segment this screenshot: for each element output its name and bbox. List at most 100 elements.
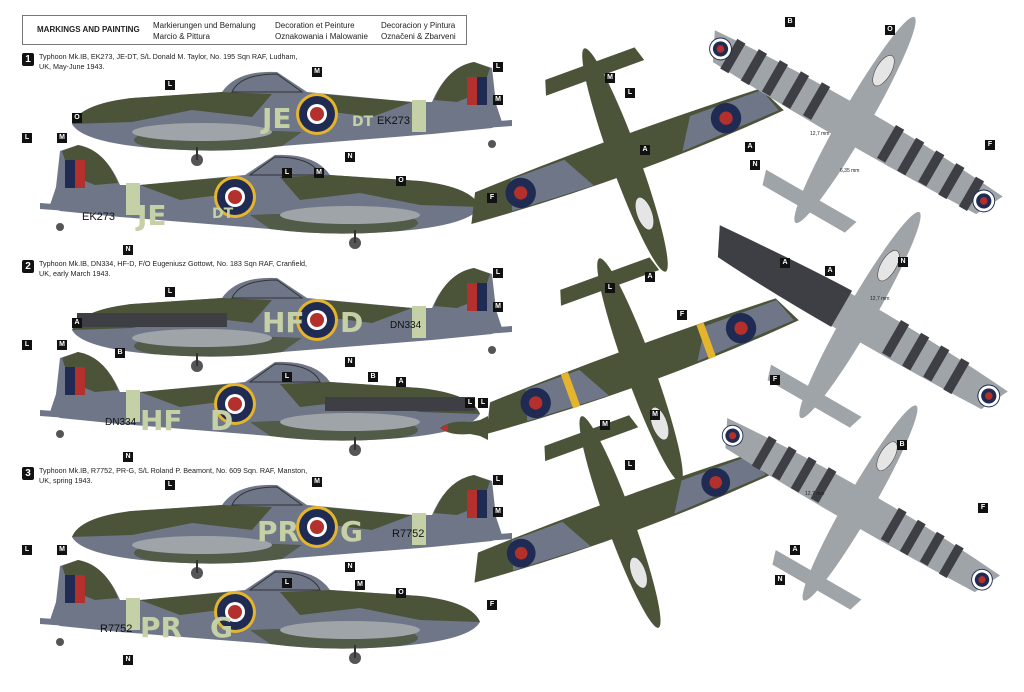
title-es-text: Decoracion y Pintura [381,21,456,30]
scheme-number-badge: 2 [22,260,34,273]
callout-box: L [493,475,503,485]
callout-box: M [355,580,365,590]
profile-3-right-side: HF D DN334 [71,267,513,373]
callout-box: N [345,562,355,572]
profile-6-left-side [39,559,481,665]
callout-box: O [396,588,406,598]
aircraft-side-view [39,559,481,665]
callout-box: A [790,545,800,555]
callout-box: N [123,245,133,255]
title-it: Marcio & Pittura [153,32,210,41]
title-en: MARKINGS AND PAINTING [37,25,140,34]
callout-box: M [312,67,322,77]
aircraft-side-view [39,144,481,250]
callout-box: L [493,62,503,72]
code-letters-right: D [340,306,363,339]
code-letters-left: PR [140,611,182,644]
title-de-text: Markierungen und Bemalung [153,21,256,30]
callout-box: N [123,452,133,462]
callout-box: L [282,372,292,382]
scheme-1-caption: 1 Typhoon Mk.IB, EK273, JE-DT, S/L Donald… [22,52,309,72]
profile-6-markings: R7752 PR G [100,611,233,644]
caption-text: Typhoon Mk.IB, EK273, JE-DT, S/L Donald … [39,52,298,71]
callout-box: L [22,545,32,555]
stripe-width-label: 12,7 mm [805,491,824,497]
scheme-2-caption: 2 Typhoon Mk.IB, DN334, HF-D, F/O Eugeniu… [22,259,309,279]
caption-text: Typhoon Mk.IB, R7752, PR-G, S/L Roland P… [39,466,308,485]
aircraft-underside-view [651,0,1024,307]
callout-box: B [368,372,378,382]
callout-box: B [897,440,907,450]
callout-box: M [57,133,67,143]
scheme-number-badge: 3 [22,467,34,480]
callout-box: M [600,420,610,430]
callout-box: M [605,73,615,83]
callout-box: N [345,357,355,367]
plan-top-1 [427,0,823,329]
callout-box: L [465,398,475,408]
callout-box: N [123,655,133,665]
stripe-width-label: 12,7 mm [870,296,889,302]
callout-box: F [487,600,497,610]
callout-box: A [645,272,655,282]
callout-box: L [165,80,175,90]
callout-box: M [493,302,503,312]
serial-number: R7752 [392,528,424,540]
profile-2-left-side [39,144,481,250]
serial-number: DN334 [390,320,422,331]
title-cz: Označeni & Zbarveni [381,32,456,41]
plan-top-3 [433,362,807,682]
plan-bottom-2 [656,128,1024,502]
callout-box: M [650,410,660,420]
code-letters-left: JE [135,199,167,232]
callout-box: F [985,140,995,150]
callout-box: L [22,340,32,350]
profile-4-markings: DN334 HF D [105,404,233,437]
callout-box: L [22,133,32,143]
code-letters-left: PR [257,515,299,548]
callout-box: L [493,268,503,278]
code-letters-left: HF [140,404,183,437]
callout-box: N [775,575,785,585]
plan-bottom-1 [651,0,1024,307]
callout-box: F [770,375,780,385]
caption-text: Typhoon Mk.IB, DN334, HF-D, F/O Eugenius… [39,259,308,278]
callout-box: A [745,142,755,152]
callout-box: O [396,176,406,186]
callout-box: L [625,88,635,98]
callout-box: A [640,145,650,155]
serial-number: R7752 [100,623,132,635]
profile-2-markings: EK273 JE DT [82,199,234,232]
callout-box: A [780,258,790,268]
code-letters-right: G [340,515,363,548]
callout-box: A [72,318,82,328]
callout-box: N [750,160,760,170]
profile-1-right-side: JE DT EK273 [71,61,513,167]
callout-box: F [487,193,497,203]
bomb-detail [440,416,488,440]
title-box: MARKINGS AND PAINTING Markierungen und B… [22,15,467,45]
callout-box: M [314,168,324,178]
callout-box: B [785,17,795,27]
callout-box: L [605,283,615,293]
callout-box: L [478,398,488,408]
callout-box: L [165,287,175,297]
scheme-number-badge: 1 [22,53,34,66]
stripe-width-label: 6,35 mm [840,168,859,174]
callout-box: M [57,340,67,350]
callout-box: N [898,257,908,267]
callout-box: L [282,578,292,588]
callout-box: O [885,25,895,35]
code-letters-right: DT [212,206,234,222]
stripe-width-label: 12,7 mm [810,131,829,137]
callout-box: M [57,545,67,555]
aircraft-side-view [71,61,513,167]
code-letters-right: D [210,404,233,437]
callout-box: N [345,152,355,162]
code-letters-left: JE [260,102,292,135]
callout-box: F [978,503,988,513]
profile-4-left-side [39,351,481,457]
